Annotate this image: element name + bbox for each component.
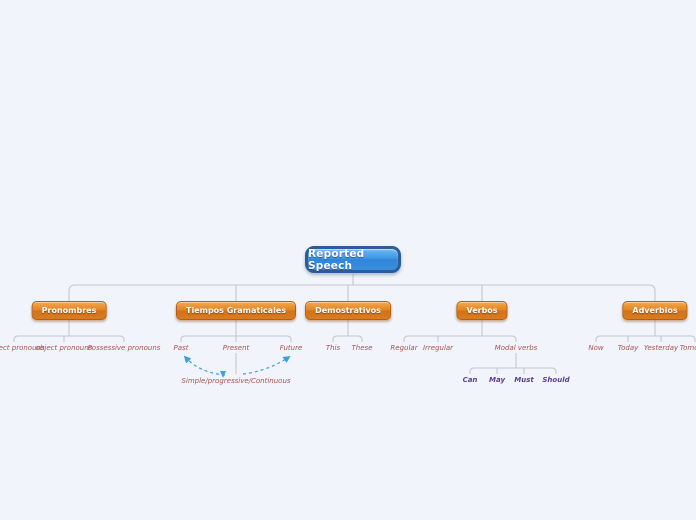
node-label: Reported Speech [308,247,365,272]
node-label: Tiempos Gramaticales [185,306,287,315]
node-demostrativos[interactable]: Demostrativos [305,301,391,320]
node-tiempos-gramaticales[interactable]: Tiempos Gramaticales [175,301,297,320]
leaf-possessive-pronouns[interactable]: Possessive pronouns [87,344,161,352]
node-label: Demostrativos [315,306,381,315]
leaf-must[interactable]: Must [514,376,534,384]
node-adverbios[interactable]: Adverbios [622,301,688,320]
leaf-future[interactable]: Future [279,344,303,352]
relationship-arrows [183,355,291,376]
relationship-arrow-to-future [242,356,291,375]
leaf-regular[interactable]: Regular [390,344,418,352]
leaf-this[interactable]: This [325,344,341,352]
leaf-past[interactable]: Past [173,344,189,352]
relationship-arrowhead-down [220,371,226,378]
leaf-modal-verbs[interactable]: Modal verbs [494,344,538,352]
leaf-should[interactable]: Should [542,376,570,384]
leaf-today[interactable]: Today [617,344,639,352]
node-reported-speech[interactable]: Reported Speech [305,246,401,273]
leaf-tomorrow[interactable]: Tomorrow [679,344,696,352]
leaf-these[interactable]: These [351,344,373,352]
tree-wires [13,274,696,374]
leaf-now[interactable]: Now [588,344,604,352]
node-label: Adverbios [632,306,678,315]
leaf-may[interactable]: May [488,376,506,384]
leaf-irregular[interactable]: Irregular [422,344,454,352]
leaf-present[interactable]: Present [222,344,250,352]
node-label: Verbos [466,306,498,315]
node-pronombres[interactable]: Pronombres [31,301,107,320]
node-verbos[interactable]: Verbos [456,301,508,320]
relationship-arrow-to-past [183,355,226,376]
leaf-yesterday[interactable]: Yesterday [643,344,679,352]
node-label: Pronombres [41,306,97,315]
leaf-subject-pronouns[interactable]: Subject pronouns [0,344,45,352]
leaf-simple-progressive-continuous[interactable]: Simple/progressive/Continuous [181,377,291,385]
leaf-object-pronouns[interactable]: object pronouns [35,344,93,352]
leaf-can[interactable]: Can [462,376,478,384]
